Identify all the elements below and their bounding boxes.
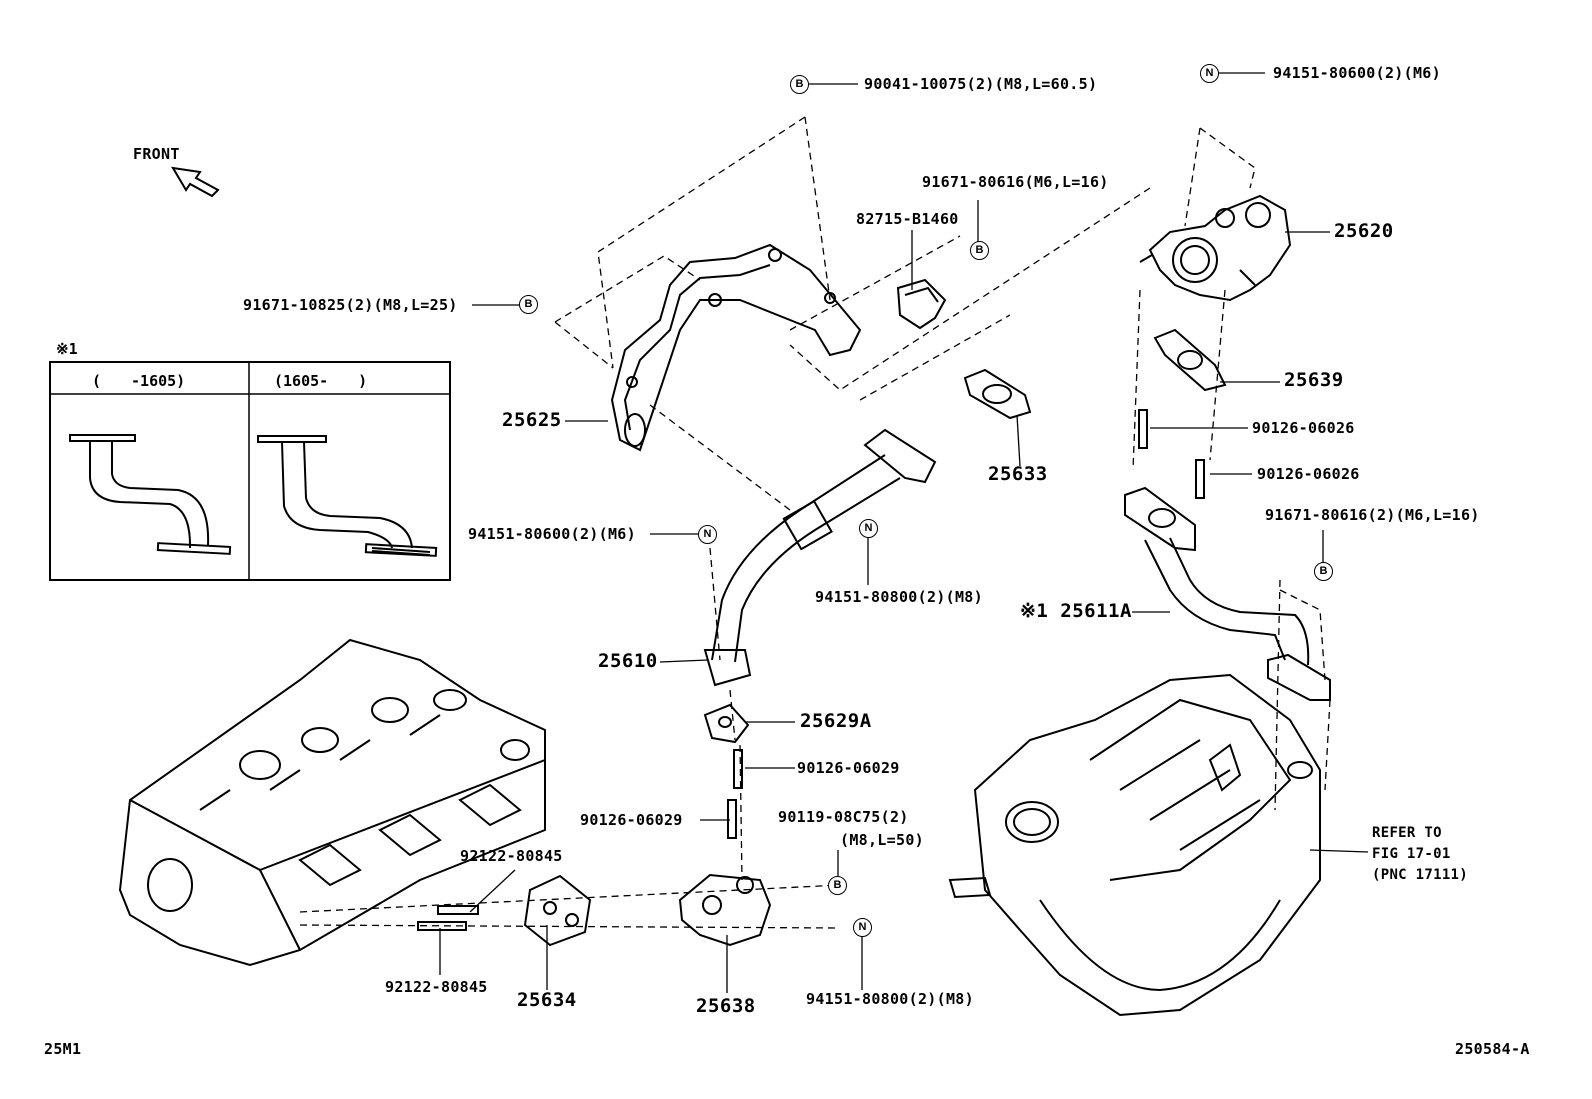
intake-manifold <box>948 673 1321 1017</box>
part-label[interactable]: 90126-06026 <box>1252 419 1355 437</box>
bolt-mark-n: N <box>698 525 717 544</box>
gasket-25629A <box>703 703 750 744</box>
pipe-25610 <box>703 428 937 687</box>
cylinder-head <box>118 638 546 967</box>
bolt-mark-b: B <box>970 241 989 260</box>
part-label[interactable]: 25629A <box>800 710 872 732</box>
refer-note: (PNC 17111) <box>1372 867 1469 883</box>
part-label[interactable]: 91671-80616(2)(M6,L=16) <box>1265 506 1480 524</box>
gasket-25634 <box>523 874 592 947</box>
part-label[interactable]: 90126-06026 <box>1257 465 1360 483</box>
refer-note: REFER TO <box>1372 825 1442 841</box>
inset-pipe-late <box>257 435 438 557</box>
part-label[interactable]: (M8,L=50) <box>840 831 924 849</box>
part-label[interactable]: 25633 <box>988 463 1048 485</box>
part-label[interactable]: 25610 <box>598 650 658 672</box>
refer-note[interactable]: FIG 17-01 <box>1372 846 1451 862</box>
bolt-mark-n: N <box>1200 64 1219 83</box>
inset-col-header: (1605- ) <box>274 372 368 390</box>
part-label[interactable]: 94151-80600(2)(M6) <box>468 525 636 543</box>
assembly-dashes <box>299 116 1331 929</box>
figure-id: 250584-A <box>1455 1040 1530 1058</box>
bolt-mark-b: B <box>519 295 538 314</box>
part-label[interactable]: 90041-10075(2)(M8,L=60.5) <box>864 75 1098 93</box>
studs <box>417 409 1205 931</box>
part-label[interactable]: 92122-80845 <box>460 847 563 865</box>
bracket-25625 <box>610 243 862 452</box>
leader-lines <box>439 72 1369 993</box>
bolt-mark-b: B <box>1314 562 1333 581</box>
egr-cooler-25638 <box>678 873 772 947</box>
part-label[interactable]: 82715-B1460 <box>856 210 959 228</box>
bolt-mark-b: B <box>828 876 847 895</box>
inset-pipe-early <box>69 434 232 555</box>
part-label[interactable]: 90126-06029 <box>580 811 683 829</box>
bolt-mark-n: N <box>859 519 878 538</box>
inset-mark: ※1 <box>56 340 78 358</box>
egr-valve-25620 <box>1139 194 1292 302</box>
figure-code: 25M1 <box>44 1040 82 1058</box>
part-label[interactable]: 25634 <box>517 989 577 1011</box>
gasket-25639 <box>1153 328 1227 392</box>
bolt-mark-n: N <box>853 918 872 937</box>
part-label[interactable]: 25625 <box>502 409 562 431</box>
part-label[interactable]: 94151-80600(2)(M6) <box>1273 64 1441 82</box>
pipe-25611A <box>1124 486 1331 701</box>
part-label[interactable]: 25638 <box>696 995 756 1017</box>
part-label[interactable]: 91671-10825(2)(M8,L=25) <box>243 296 458 314</box>
part-label[interactable]: 25620 <box>1334 220 1394 242</box>
inset-col-header: ( -1605) <box>92 372 186 390</box>
part-label[interactable]: 94151-80800(2)(M8) <box>806 990 974 1008</box>
part-label[interactable]: 92122-80845 <box>385 978 488 996</box>
gasket-25633 <box>963 368 1032 420</box>
part-label[interactable]: 25639 <box>1284 369 1344 391</box>
part-label[interactable]: 90126-06029 <box>797 759 900 777</box>
part-label[interactable]: 94151-80800(2)(M8) <box>815 588 983 606</box>
part-label[interactable]: 91671-80616(M6,L=16) <box>922 173 1109 191</box>
bolt-mark-b: B <box>790 75 809 94</box>
front-arrow-icon <box>171 166 220 198</box>
inset-frame <box>49 361 451 581</box>
front-label: FRONT <box>133 145 180 163</box>
clip-82715 <box>896 278 947 330</box>
part-label[interactable]: 90119-08C75(2) <box>778 808 909 826</box>
part-label[interactable]: ※1 25611A <box>1020 600 1132 622</box>
